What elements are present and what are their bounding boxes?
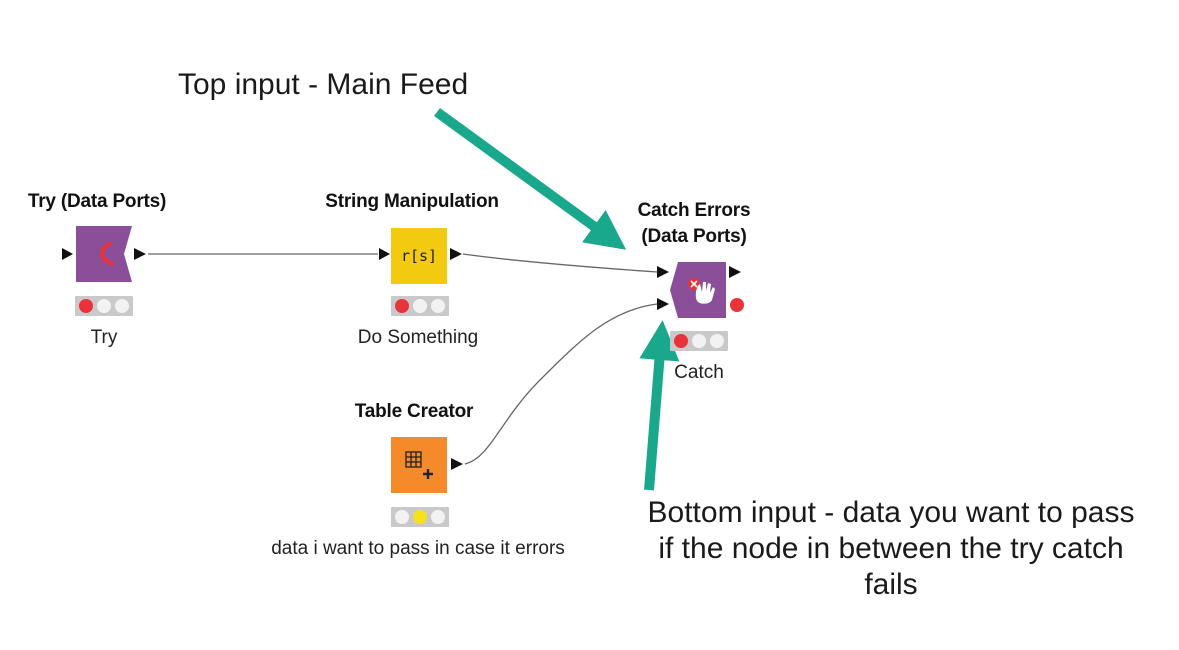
catch-error-port[interactable] [730,298,744,312]
catch-errors-node[interactable] [670,262,726,318]
catch-node-label: Catch [674,362,724,383]
string-output-port[interactable] [450,248,462,260]
table-creator-node[interactable] [391,437,447,493]
string-manipulation-icon: r[s] [400,247,438,265]
status-yellow-light [413,510,427,524]
table-node-label: data i want to pass in case it errors [271,538,565,559]
table-output-port[interactable] [451,458,463,470]
string-manipulation-node[interactable]: r[s] [391,228,447,284]
table-node-title: Table Creator [354,401,474,422]
catch-title-line1: Catch Errors [637,200,751,221]
status-yellow-light [413,299,427,313]
top-input-arrow [434,107,627,250]
status-yellow-light [692,334,706,348]
bottom-input-annotation: Bottom input - data you want to pass if … [634,495,1148,603]
catch-status-indicator [670,331,728,351]
catch-icon [670,262,726,318]
try-input-port[interactable] [62,248,73,260]
bottom-annotation-line3: fails [864,568,918,601]
string-status-indicator [391,296,449,316]
try-node-title: Try (Data Ports) [27,191,167,212]
bottom-annotation-line2: if the node in between the try catch [658,532,1124,565]
string-node-label: Do Something [357,327,479,348]
try-status-indicator [75,296,133,316]
bottom-input-arrow [639,320,680,491]
status-red-light [395,299,409,313]
try-output-port[interactable] [134,248,146,260]
status-green-light [431,299,445,313]
catch-output-port[interactable] [729,266,741,278]
status-green-light [115,299,129,313]
catch-top-input-port[interactable] [657,266,669,278]
try-node[interactable] [76,226,132,282]
try-icon [76,226,132,282]
status-yellow-light [97,299,111,313]
status-red-light [79,299,93,313]
catch-node-title: Catch Errors (Data Ports) [638,198,751,250]
catch-title-line2: (Data Ports) [641,226,747,247]
string-input-port[interactable] [379,248,390,260]
catch-bottom-input-port[interactable] [657,298,669,310]
try-node-label: Try [90,327,118,348]
status-red-light [395,510,409,524]
connection-string-to-catch-top[interactable] [462,253,658,273]
status-green-light [431,510,445,524]
top-input-annotation: Top input - Main Feed [178,68,469,101]
string-node-title: String Manipulation [325,191,499,212]
table-status-indicator [391,507,449,527]
table-grid-icon [405,451,433,479]
status-red-light [674,334,688,348]
connection-table-to-catch-bottom[interactable] [464,303,658,465]
bottom-annotation-line1: Bottom input - data you want to pass [647,496,1135,529]
status-green-light [710,334,724,348]
